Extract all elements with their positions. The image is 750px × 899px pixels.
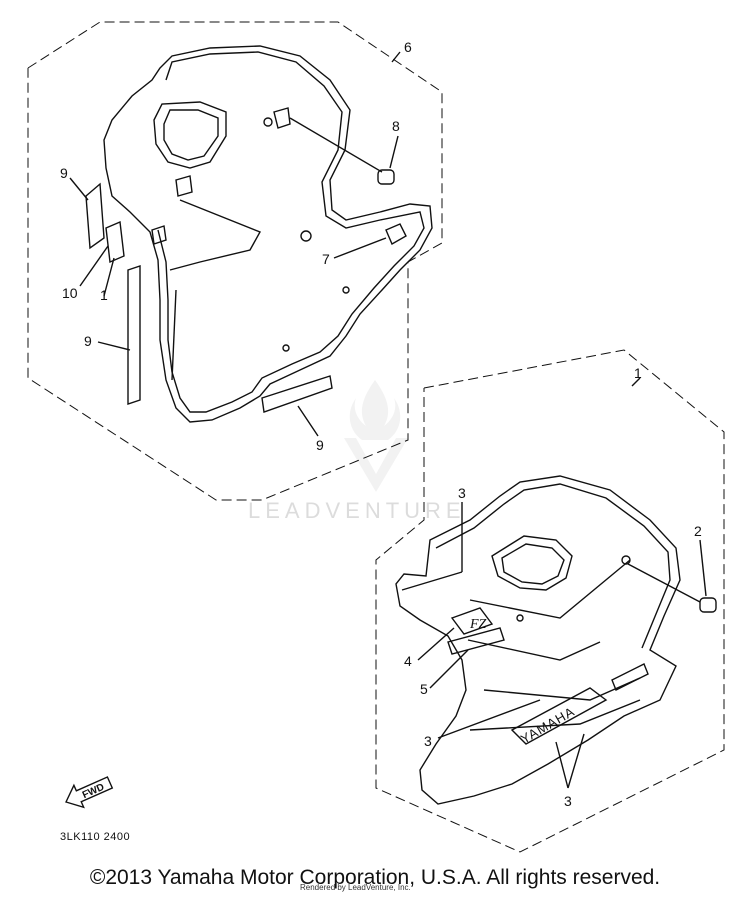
pad-10	[105, 220, 125, 264]
callout-10: 10	[62, 285, 78, 301]
callout-2: 2	[694, 523, 702, 539]
copyright-notice: ©2013 Yamaha Motor Corporation, U.S.A. A…	[89, 866, 661, 889]
fastener-tab	[273, 107, 291, 129]
fastener-tab	[151, 225, 167, 245]
decal-5	[447, 627, 505, 655]
pad-9-left	[127, 265, 141, 405]
vent-window	[491, 535, 573, 591]
callout-4: 4	[404, 653, 412, 669]
callout-3-mid: 3	[424, 733, 432, 749]
fastener-tab	[175, 175, 193, 197]
side-cowling-assembly: FZ YAMAHA	[375, 349, 725, 853]
callout-1-lower: 1	[634, 365, 642, 381]
watermark-text: LEADVENTURE	[248, 498, 466, 523]
grommet-8	[377, 169, 395, 185]
fwd-label: FWD	[81, 782, 106, 801]
cowling-rim	[435, 483, 671, 649]
emblem-4	[450, 607, 494, 635]
mount-hole	[263, 117, 273, 127]
callout-6: 6	[404, 39, 412, 55]
watermark-logo	[344, 380, 408, 492]
callout-9-bottom: 9	[316, 437, 324, 453]
mount-hole	[282, 344, 290, 352]
callout-9-upper: 9	[60, 165, 68, 181]
fwd-arrow-icon: FWD	[65, 776, 114, 809]
callout-9-left: 9	[84, 333, 92, 349]
callout-3-top: 3	[458, 485, 466, 501]
drawing-code: 3LK110 2400	[60, 831, 130, 843]
fz-logo: FZ	[469, 617, 487, 632]
pad-9-upper	[85, 182, 105, 250]
cowling-outline	[395, 475, 681, 805]
inner-panel-assembly	[27, 21, 443, 501]
callout-8: 8	[392, 118, 400, 134]
lower-assembly-boundary	[375, 349, 725, 853]
inner-panel-outline	[103, 45, 433, 423]
mount-hole	[300, 230, 312, 242]
mount-hole	[621, 555, 631, 565]
duct-opening	[153, 101, 227, 169]
callout-1-upper: 1	[100, 287, 108, 303]
inner-panel-rim	[157, 51, 425, 413]
side-decal-3	[510, 687, 608, 745]
callout-3-bottom: 3	[564, 793, 572, 809]
rendered-by-note: Rendered by LeadVenture, Inc.	[300, 883, 411, 892]
mount-hole	[342, 286, 350, 294]
clip-7	[385, 223, 407, 245]
pad-9-bottom	[261, 375, 333, 413]
mount-hole	[516, 614, 524, 622]
callout-5: 5	[420, 681, 428, 697]
callout-7: 7	[322, 251, 330, 267]
grommet-2	[699, 597, 717, 613]
